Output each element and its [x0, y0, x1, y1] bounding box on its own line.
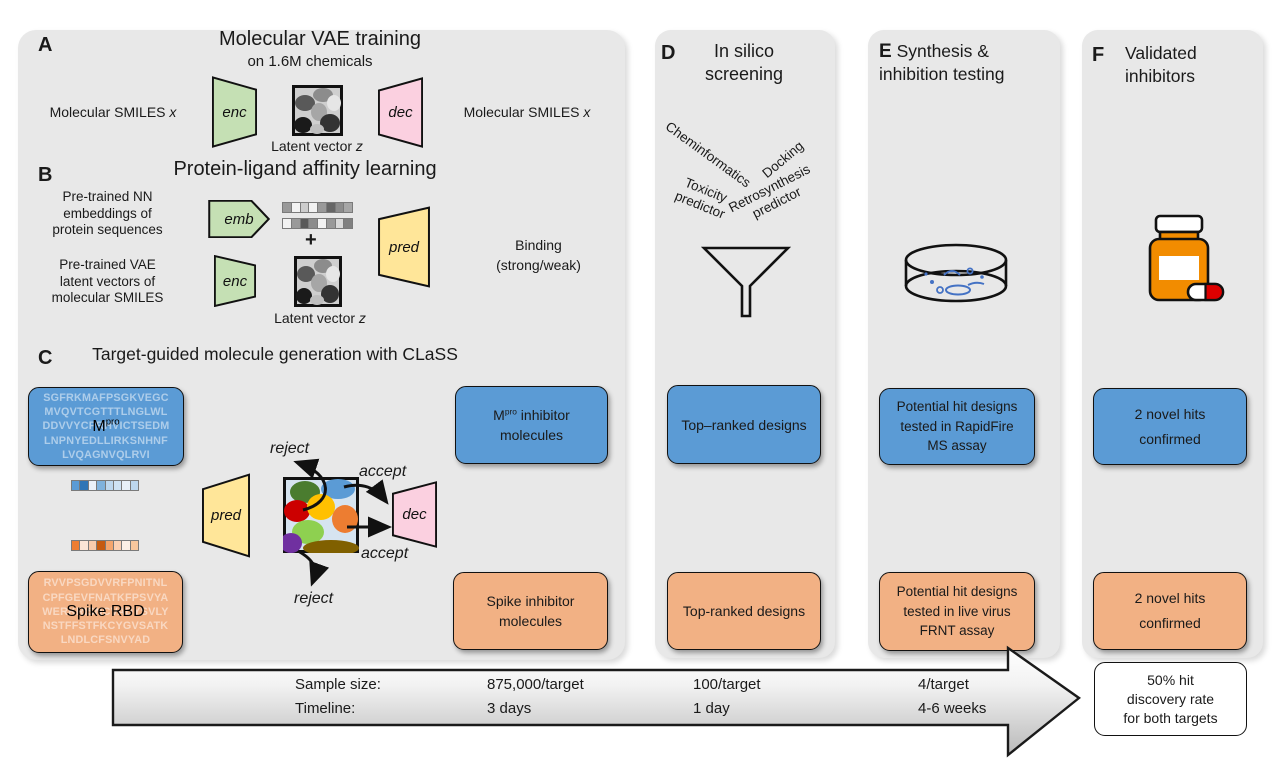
plus-sign: + [305, 229, 317, 251]
panel-a-title: Molecular VAE training [219, 28, 421, 50]
binding-label: Binding(strong/weak) [496, 237, 581, 273]
mpro-box-label: Mpro [92, 416, 120, 435]
reject-label-bottom: reject [294, 590, 334, 607]
sample-size-label: Sample size: [295, 676, 381, 693]
panel-c-title: Target-guided molecule generation with C… [92, 344, 458, 364]
funnel-icon [700, 246, 792, 318]
decoder-trapezoid-c: dec [392, 481, 437, 548]
stage2-sample-size: 100/target [693, 676, 761, 693]
molecular-smiles-output-label: Molecular SMILES x [463, 104, 591, 120]
stage3-timeline: 4-6 weeks [918, 700, 987, 717]
molecule-latent-vector [282, 218, 353, 229]
decoder-trapezoid-a: dec [378, 77, 423, 148]
petri-dish-icon [904, 243, 1008, 303]
panel-a-subtitle: on 1.6M chemicals [247, 53, 373, 70]
accept-label-bottom: accept [361, 545, 409, 562]
stage2-timeline: 1 day [693, 700, 730, 717]
dec-label-a: dec [388, 104, 413, 121]
panel-c-label: C [38, 347, 53, 369]
molecular-smiles-input-label: Molecular SMILES x [49, 104, 177, 120]
stage1-sample-size: 875,000/target [487, 676, 584, 693]
reject-label-top: reject [270, 440, 310, 457]
panel-b-label: B [38, 164, 53, 186]
pill-bottle-icon [1148, 214, 1225, 302]
panel-d-background [655, 30, 835, 658]
latent-vector-label-b: Latent vector z [274, 310, 366, 326]
predictor-trapezoid-c: pred [202, 473, 250, 558]
pred-label-b: pred [388, 238, 420, 256]
encoder-trapezoid-b: enc [214, 255, 256, 307]
latent-vector-image-a [292, 85, 343, 136]
panel-a-label: A [38, 34, 53, 56]
panel-f-label: F [1092, 44, 1105, 66]
stage3-sample-size: 4/target [918, 676, 969, 693]
enc-label-a: enc [222, 103, 247, 121]
latent-vector-image-b [294, 256, 342, 307]
spike-latent-vector [71, 540, 139, 551]
timeline-label: Timeline: [295, 700, 356, 717]
emb-label-b: emb [224, 210, 254, 228]
accept-label-top: accept [359, 463, 407, 480]
panel-d-label: D [661, 42, 676, 64]
pred-label-c: pred [210, 507, 242, 524]
enc-label-b: enc [222, 272, 248, 290]
spike-box-label: Spike RBD [66, 603, 145, 620]
top-ranked-designs-blue-box: Top–ranked designs [667, 385, 821, 464]
latent-vector-label-a: Latent vector z [271, 138, 363, 154]
encoder-trapezoid-a: enc [212, 76, 257, 148]
protein-embedding-vector [282, 202, 353, 213]
predictor-trapezoid-b: pred [378, 206, 430, 288]
top-ranked-designs-orange-box: Top-ranked designs [667, 572, 821, 650]
mpro-latent-vector [71, 480, 139, 491]
panel-f-background [1082, 30, 1263, 658]
panel-b-title: Protein-ligand affinity learning [173, 158, 437, 180]
panel-e-label: E [879, 41, 892, 62]
timeline-arrow [111, 645, 1081, 758]
dec-label-c: dec [402, 506, 427, 523]
embedder-pentagon-b: emb [208, 200, 270, 238]
panel-e-title: E Synthesis & inhibition testing [879, 41, 1005, 84]
mpro-inhibitor-molecules-box: Mpro inhibitor molecules [455, 386, 608, 464]
stage1-timeline: 3 days [487, 700, 532, 717]
class-sampling-map [283, 477, 359, 553]
panel-e-background [868, 30, 1060, 658]
